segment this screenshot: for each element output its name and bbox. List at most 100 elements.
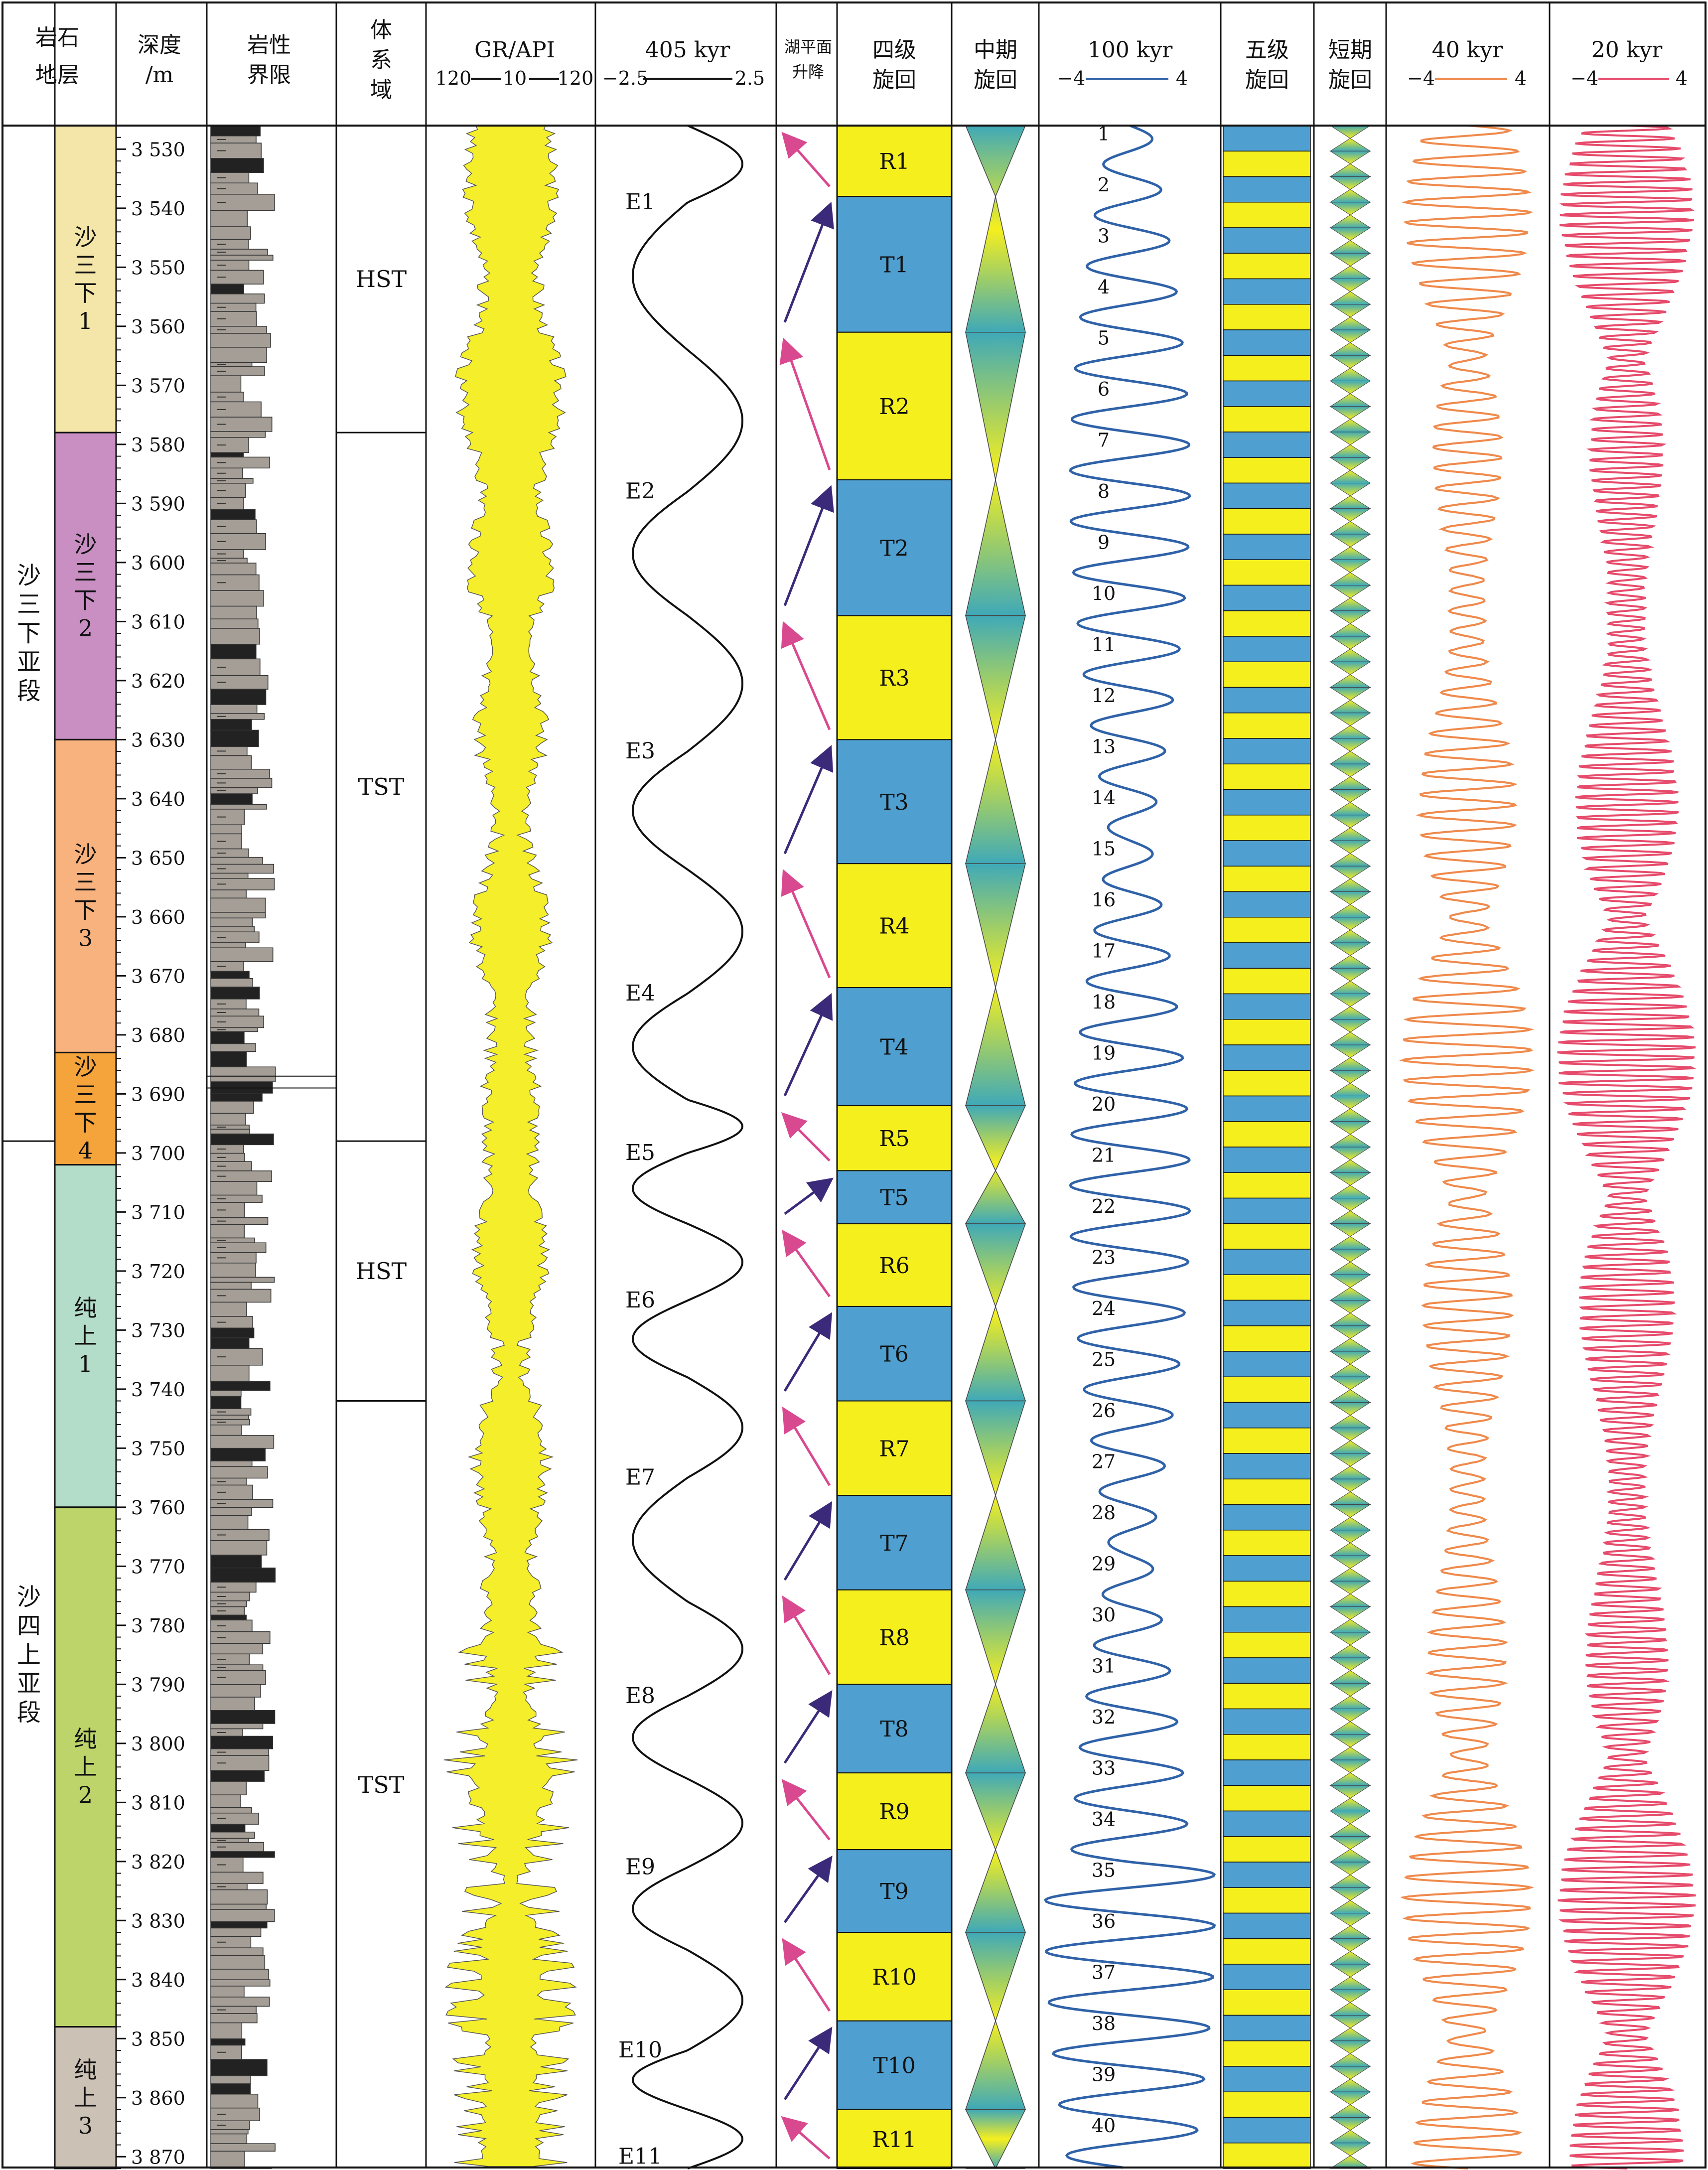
short-cycle-shape — [1329, 483, 1371, 509]
header-40-right: 4 — [1515, 67, 1527, 89]
arrow-rise — [782, 1938, 831, 2012]
member-label-char: 沙 — [74, 1053, 97, 1080]
depth-tick-label: 3 820 — [131, 1851, 185, 1873]
fifth-order-band — [1223, 636, 1311, 662]
lithology-bed — [210, 563, 257, 576]
fourth-order-band — [837, 863, 952, 989]
lithology-bed — [210, 1327, 255, 1338]
fourth-order-band — [837, 1305, 952, 1402]
fifth-order-band — [1223, 763, 1311, 790]
member-label-char: 沙 — [74, 224, 97, 251]
lithology-bed — [210, 857, 263, 865]
member-band — [54, 738, 117, 1053]
member-label-char: 下 — [74, 280, 97, 306]
fifth-order-band — [1223, 1759, 1311, 1786]
cycle-100-label: 34 — [1092, 1808, 1116, 1830]
lithology-bed — [210, 605, 257, 619]
cycle-100-label: 18 — [1092, 991, 1116, 1013]
depth-tick-label: 3 730 — [131, 1319, 185, 1341]
formation-label-char: 段 — [17, 677, 41, 705]
depth-tick-label: 3 670 — [131, 965, 185, 987]
arrow-rise — [779, 337, 831, 470]
lithology-bed — [210, 1101, 254, 1114]
cycle-100-label: 25 — [1092, 1348, 1116, 1370]
fifth-order-band — [1223, 559, 1311, 586]
fourth-order-band — [837, 1495, 952, 1591]
fifth-order-band — [1223, 227, 1311, 254]
fifth-order-band — [1223, 278, 1311, 305]
arrow-rise — [782, 1406, 831, 1486]
lithology-bed — [210, 1282, 252, 1290]
fifth-order-band — [1223, 508, 1311, 535]
lithology-bed — [210, 1153, 245, 1162]
e-label: E9 — [625, 1855, 655, 1880]
fifth-order-band — [1223, 1300, 1311, 1326]
header-405-left: −2.5 — [602, 67, 648, 89]
header-20-right: 4 — [1676, 67, 1688, 89]
lithology-bed — [210, 1181, 258, 1196]
lithology-bed — [210, 1770, 265, 1782]
fourth-order-band — [837, 125, 952, 197]
fifth-order-band — [1223, 1606, 1311, 1633]
fourth-order-band — [837, 1932, 952, 2022]
lithology-bed — [210, 1969, 269, 1980]
lithology-bed — [210, 1653, 250, 1665]
e-label: E2 — [625, 479, 655, 504]
cycle-100-label: 33 — [1092, 1757, 1116, 1779]
cycle-100-label: 21 — [1092, 1144, 1116, 1166]
short-cycle-shape — [1329, 2143, 1371, 2169]
depth-tick-label: 3 840 — [131, 1969, 185, 1991]
formation-label-char: 亚 — [17, 648, 41, 676]
depth-tick-label: 3 550 — [131, 257, 185, 279]
member-band — [54, 1506, 117, 2028]
lithology-bed — [210, 1851, 275, 1858]
cycle-100-label: 17 — [1092, 940, 1116, 962]
depth-tick-label: 3 810 — [131, 1792, 185, 1814]
fourth-order-label: R6 — [879, 1253, 909, 1279]
lithology-bed — [210, 2022, 243, 2039]
fifth-order-band — [1223, 1351, 1311, 1377]
curve-405-line — [631, 125, 744, 2170]
arrow-fall — [783, 1501, 833, 1581]
member-label-char: 沙 — [74, 531, 97, 558]
lithology-bed — [210, 889, 247, 899]
fourth-order-label: R2 — [879, 394, 909, 420]
depth-tick-label: 3 830 — [131, 1910, 185, 1932]
fifth-order-band — [1223, 150, 1311, 177]
fourth-order-label: T7 — [880, 1531, 908, 1556]
header-lith-line1: 岩性 — [247, 32, 291, 58]
tract-label: HST — [356, 1258, 407, 1285]
cycle-100-label: 10 — [1092, 582, 1116, 604]
lithology-bed — [210, 1710, 276, 1724]
member-label-char: 3 — [78, 2112, 93, 2139]
header-mid-line1: 中期 — [974, 37, 1017, 63]
fifth-order-band — [1223, 1887, 1311, 1914]
fifth-order-band — [1223, 1734, 1311, 1760]
lithology-bed — [210, 1302, 247, 1317]
lithology-bed — [210, 2151, 245, 2168]
member-label-char: 上 — [74, 2084, 97, 2111]
fifth-order-band — [1223, 1095, 1311, 1122]
fourth-order-label: R5 — [879, 1126, 909, 1152]
header-fifth-line2: 旋回 — [1245, 67, 1289, 93]
lithology-bed — [210, 2133, 248, 2144]
lithology-bed — [210, 987, 260, 1000]
depth-tick-label: 3 580 — [131, 434, 185, 456]
fifth-order-band — [1223, 866, 1311, 892]
member-label-char: 纯 — [74, 1726, 97, 1752]
lithology-bed — [210, 1567, 276, 1583]
depth-tick-label: 3 700 — [131, 1143, 185, 1164]
curve-20-line — [1557, 125, 1697, 2170]
lithology-bed — [210, 255, 274, 261]
lithology-bed — [210, 1460, 253, 1467]
cycle-100-label: 28 — [1092, 1502, 1116, 1524]
lithology-bed — [210, 1794, 241, 1808]
arrow-fall — [784, 1177, 834, 1215]
fifth-order-band — [1223, 1274, 1311, 1301]
fifth-order-band — [1223, 1632, 1311, 1658]
fifth-order-band — [1223, 1810, 1311, 1837]
arrow-fall — [783, 1312, 833, 1392]
lithology-bed — [210, 1224, 245, 1239]
lithology-bed — [210, 239, 250, 250]
depth-tick-label: 3 780 — [131, 1615, 185, 1637]
